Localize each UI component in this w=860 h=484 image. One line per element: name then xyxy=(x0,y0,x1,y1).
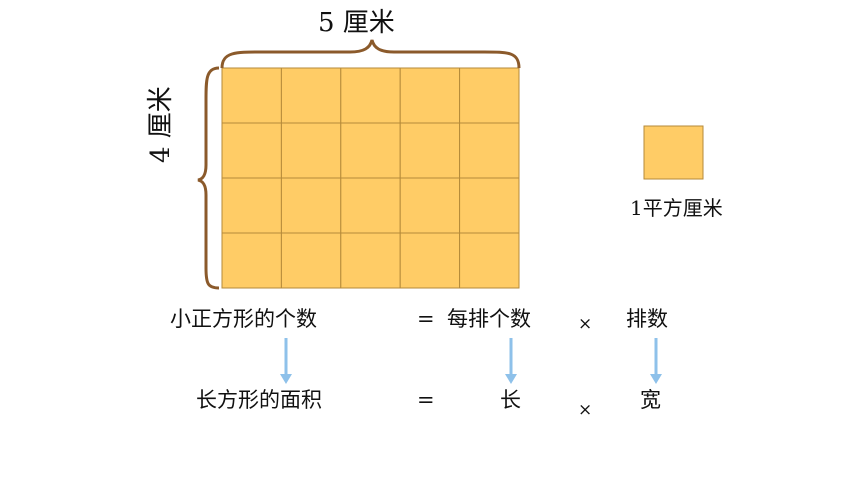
grid-cell xyxy=(280,177,342,234)
grid-cell xyxy=(280,232,342,289)
width-label: 5 厘米 xyxy=(318,8,395,38)
grid-cell xyxy=(340,232,401,289)
formula-rows-term: 排数 xyxy=(626,307,668,331)
grid-cell xyxy=(399,232,461,289)
formula-area-term: 长方形的面积 xyxy=(196,388,322,412)
grid-cell xyxy=(459,232,520,289)
grid-cell xyxy=(340,122,401,179)
formula-length-term: 长 xyxy=(500,388,521,412)
grid-cell xyxy=(221,232,282,289)
unit-square-label: 1平方厘米 xyxy=(630,196,723,220)
grid-cell xyxy=(280,67,342,124)
grid-cell xyxy=(459,122,520,179)
formula-width-term: 宽 xyxy=(640,388,661,412)
formula-equals-sign: = xyxy=(417,388,435,412)
unit-square xyxy=(643,125,704,180)
grid-cell xyxy=(280,122,342,179)
grid-cell xyxy=(399,177,461,234)
down-arrow xyxy=(505,338,517,384)
formula-times-sign: × xyxy=(578,400,593,420)
formula-times-sign: × xyxy=(578,314,593,334)
grid-cell xyxy=(459,67,520,124)
grid-cell xyxy=(221,122,282,179)
left-brace xyxy=(197,66,220,290)
top-brace xyxy=(220,39,521,69)
grid-cell xyxy=(221,177,282,234)
formula-count-term: 小正方形的个数 xyxy=(170,307,317,331)
down-arrow xyxy=(650,338,662,384)
grid-cell xyxy=(459,177,520,234)
grid-cell xyxy=(221,67,282,124)
down-arrow xyxy=(280,338,292,384)
rectangle-grid xyxy=(221,67,520,289)
grid-cell xyxy=(399,67,461,124)
formula-per-row-term: 每排个数 xyxy=(447,307,531,331)
formula-equals-sign: = xyxy=(417,307,435,331)
grid-cell xyxy=(340,67,401,124)
height-label: 4 厘米 xyxy=(146,86,176,163)
grid-cell xyxy=(340,177,401,234)
grid-cell xyxy=(399,122,461,179)
